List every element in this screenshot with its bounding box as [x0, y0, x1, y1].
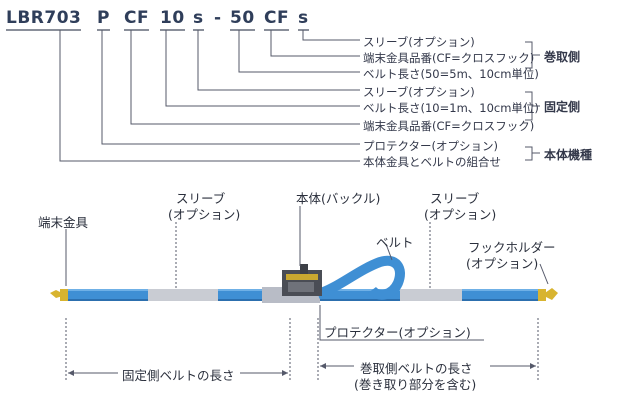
code-winding-hook: CF — [264, 8, 290, 31]
belt-loop — [316, 255, 405, 300]
label-hook-holder: フックホルダー — [468, 240, 556, 255]
group-fixed: 固定側 — [544, 100, 581, 114]
label-protector-option: プロテクター(オプション) — [324, 325, 471, 340]
desc-winding-length: ベルト長さ(50=5m、10cm単位) — [363, 67, 539, 81]
leader-belt — [385, 243, 393, 261]
bracket-body — [525, 146, 533, 161]
group-body: 本体機種 — [544, 148, 593, 162]
desc-fixed-length: ベルト長さ(10=1m、10cm単位) — [363, 101, 539, 115]
label-fixed-length: 固定側ベルトの長さ — [122, 368, 235, 383]
leader-winding-sleeve — [302, 30, 360, 41]
code-fixed-length: 10 — [160, 8, 185, 31]
code-base: LBR703 — [6, 8, 82, 31]
group-winding: 巻取側 — [544, 50, 581, 64]
leader-fixed-length — [165, 30, 360, 107]
leader-protector — [101, 30, 360, 145]
leader-protector-opt — [319, 305, 484, 341]
desc-base: 本体金具とベルトの組合せ — [363, 155, 501, 169]
desc-protector: プロテクター(オプション) — [363, 139, 499, 153]
label-sleeve-right: スリーブ — [430, 191, 480, 206]
label-winding-length: 巻取側ベルトの長さ — [360, 361, 473, 376]
buckle-body — [282, 264, 322, 296]
desc-fixed-sleeve: スリーブ(オプション) — [363, 85, 475, 99]
label-end-fitting: 端末金具 — [38, 215, 89, 230]
leader-hook-holder — [539, 263, 549, 285]
label-hook-holder-option: (オプション) — [466, 256, 539, 271]
leader-base — [59, 30, 360, 162]
code-dash: - — [214, 8, 222, 28]
leader-winding-hook — [270, 30, 360, 57]
label-belt: ベルト — [376, 235, 414, 250]
label-sleeve-left-option: (オプション) — [168, 207, 241, 222]
leader-fixed-hook — [130, 30, 360, 125]
code-winding-length: 50 — [230, 8, 255, 31]
label-sleeve-left: スリーブ — [176, 191, 226, 206]
right-hook — [538, 288, 558, 301]
desc-fixed-hook: 端末金具品番(CF=クロスフック) — [363, 119, 535, 133]
left-hook — [50, 289, 68, 301]
code-fixed-hook: CF — [124, 8, 150, 31]
leader-fixed-sleeve — [197, 30, 360, 91]
label-winding-length-note: (巻き取り部分を含む) — [354, 377, 477, 392]
label-sleeve-right-option: (オプション) — [424, 207, 497, 222]
desc-winding-hook: 端末金具品番(CF=クロスフック) — [363, 51, 535, 65]
desc-winding-sleeve: スリーブ(オプション) — [363, 35, 475, 49]
sleeve-left — [148, 289, 218, 301]
leader-winding-length — [238, 30, 360, 73]
code-protector: P — [97, 8, 110, 31]
label-body-buckle: 本体(バックル) — [296, 191, 381, 206]
sleeve-right — [400, 289, 462, 301]
